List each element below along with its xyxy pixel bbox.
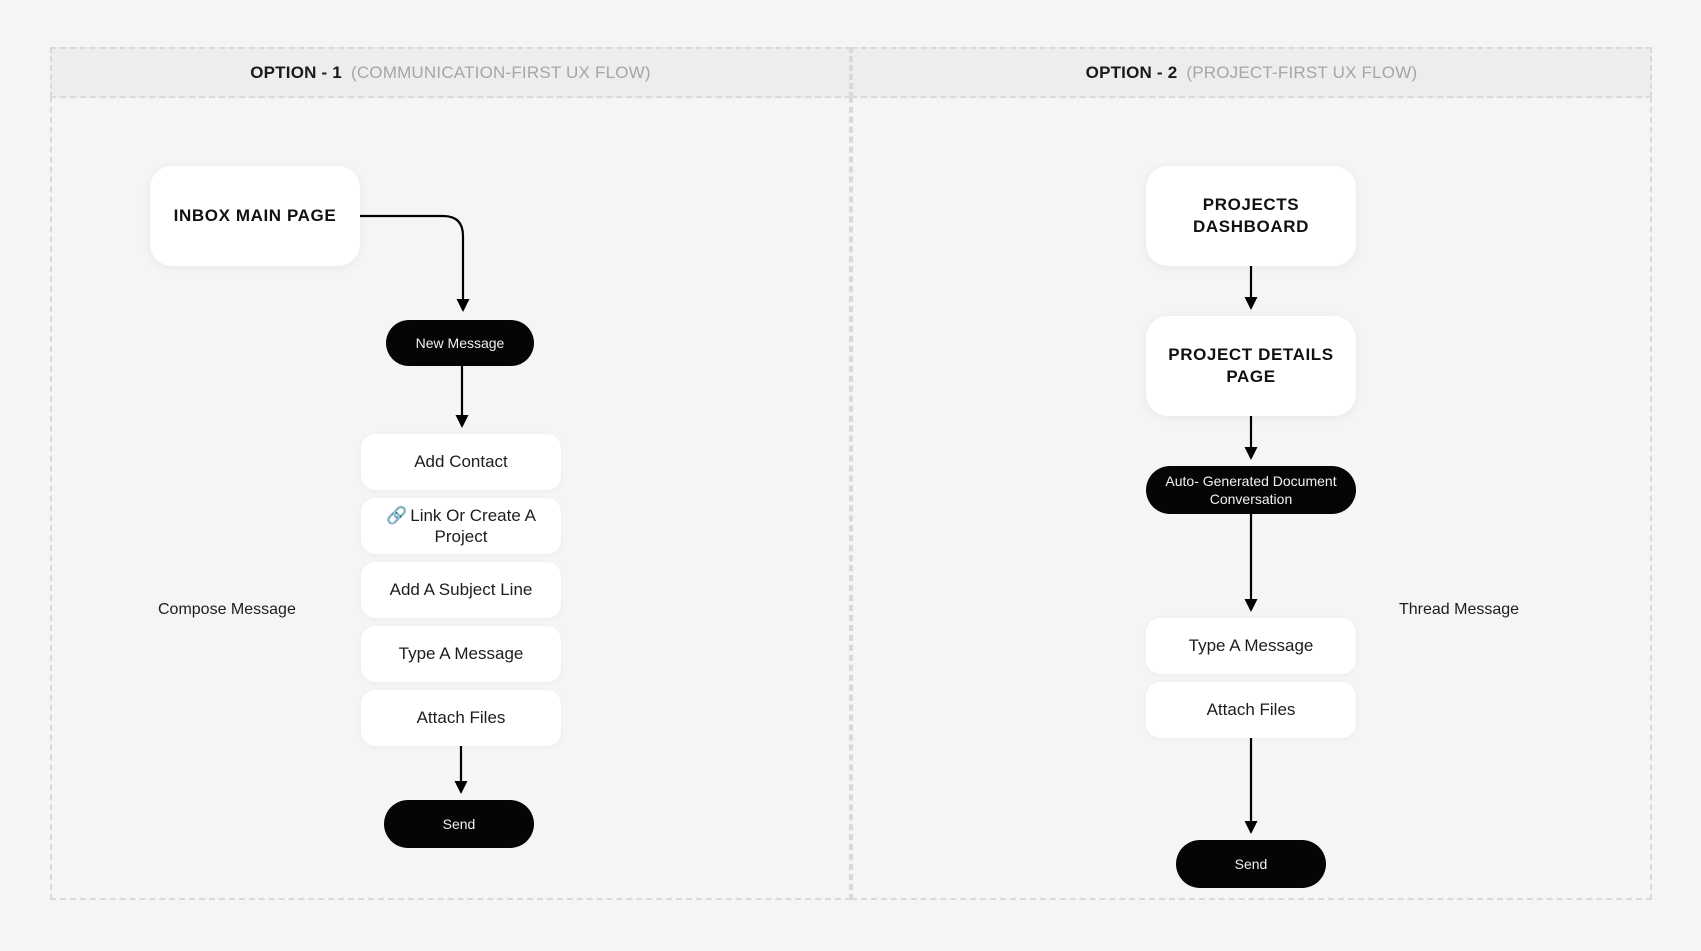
- node-new-message-label: New Message: [415, 334, 505, 351]
- option-1-title: OPTION - 1: [250, 62, 342, 82]
- node-type-a-message-left[interactable]: Type A Message: [361, 626, 561, 682]
- node-auto-generated-document-conversation-label: Auto- Generated Document Conversation: [1165, 472, 1337, 507]
- node-attach-files-right-label: Attach Files: [1206, 700, 1296, 720]
- node-new-message-button[interactable]: New Message: [386, 320, 534, 366]
- node-inbox-main-page[interactable]: INBOX MAIN PAGE: [150, 166, 360, 266]
- node-project-details-page-label: PROJECT DETAILS PAGE: [1168, 345, 1334, 386]
- node-project-details-page[interactable]: PROJECT DETAILS PAGE: [1146, 316, 1356, 416]
- option-1-header: OPTION - 1 (COMMUNICATION-FIRST UX FLOW): [50, 47, 851, 98]
- node-type-a-message-right-label: Type A Message: [1188, 636, 1314, 656]
- option-1-panel: OPTION - 1 (COMMUNICATION-FIRST UX FLOW): [50, 47, 851, 900]
- node-projects-dashboard-label: PROJECTS DASHBOARD: [1193, 195, 1309, 236]
- node-add-subject-line-label: Add A Subject Line: [389, 580, 533, 600]
- option-2-subtitle: (PROJECT-FIRST UX FLOW): [1186, 62, 1418, 82]
- node-type-a-message-left-label: Type A Message: [398, 644, 524, 664]
- node-add-contact-label: Add Contact: [414, 452, 508, 472]
- group-label-compose-message: Compose Message: [158, 601, 296, 618]
- option-2-title: OPTION - 2: [1085, 62, 1178, 82]
- node-type-a-message-right[interactable]: Type A Message: [1146, 618, 1356, 674]
- node-projects-dashboard[interactable]: PROJECTS DASHBOARD: [1146, 166, 1356, 266]
- node-add-contact[interactable]: Add Contact: [361, 434, 561, 490]
- node-add-subject-line[interactable]: Add A Subject Line: [361, 562, 561, 618]
- group-label-thread-message: Thread Message: [1399, 601, 1520, 618]
- option-1-subtitle: (COMMUNICATION-FIRST UX FLOW): [350, 62, 651, 82]
- node-link-or-create-project-content: 🔗Link Or Create A Project: [361, 505, 561, 547]
- node-attach-files-right[interactable]: Attach Files: [1146, 682, 1356, 738]
- node-send-button-left[interactable]: Send: [384, 800, 534, 848]
- node-send-button-left-label: Send: [442, 815, 476, 832]
- node-send-button-right-label: Send: [1234, 855, 1268, 872]
- option-2-panel: OPTION - 2 (PROJECT-FIRST UX FLOW): [851, 47, 1652, 900]
- node-inbox-main-page-label: INBOX MAIN PAGE: [173, 206, 337, 226]
- node-auto-generated-document-conversation[interactable]: Auto- Generated Document Conversation: [1146, 466, 1356, 514]
- option-2-header: OPTION - 2 (PROJECT-FIRST UX FLOW): [851, 47, 1652, 98]
- node-attach-files-left[interactable]: Attach Files: [361, 690, 561, 746]
- link-icon: 🔗: [386, 505, 408, 525]
- node-send-button-right[interactable]: Send: [1176, 840, 1326, 888]
- node-link-or-create-project-label: Link Or Create A Project: [410, 505, 536, 546]
- node-attach-files-left-label: Attach Files: [416, 708, 506, 728]
- node-link-or-create-project[interactable]: 🔗Link Or Create A Project: [361, 498, 561, 554]
